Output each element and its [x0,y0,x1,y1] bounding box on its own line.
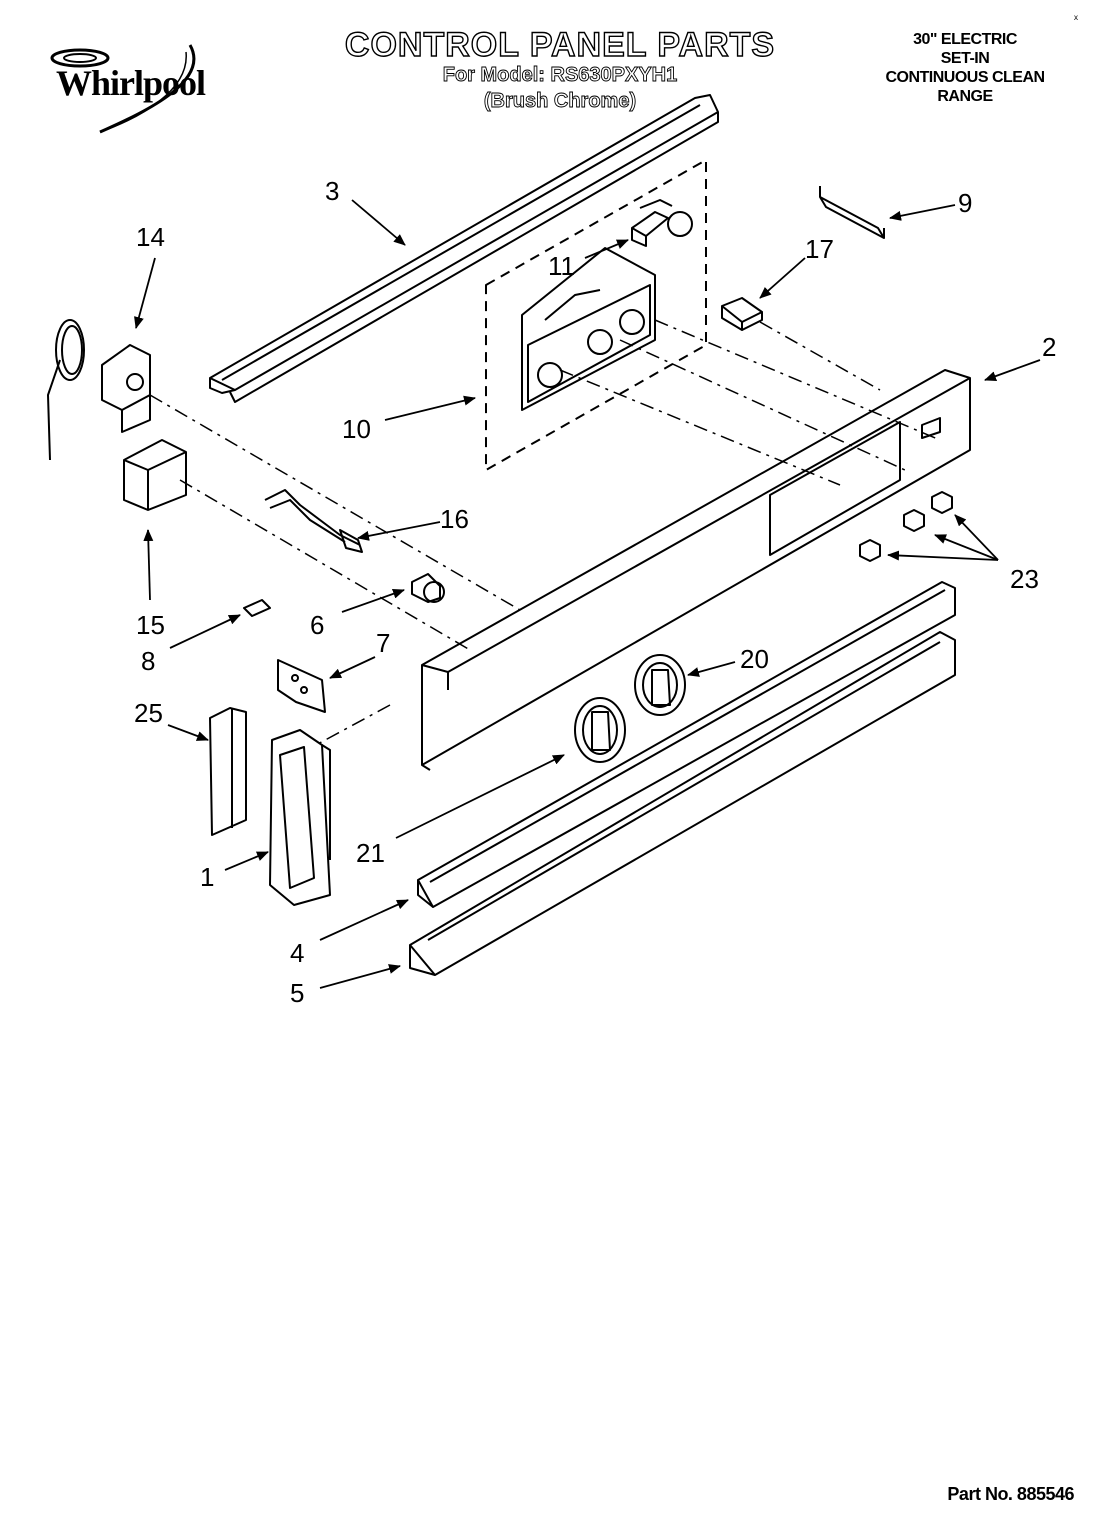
finish-line: (Brush Chrome) [483,90,637,113]
corner-mark: ˣ [1074,12,1078,26]
part-2-console-panel [421,369,971,771]
part-20-knob [634,654,686,716]
whirlpool-logo [50,44,196,134]
range-line: SET-IN [940,50,990,67]
part-10-bracket-assembly [485,159,707,471]
part-25-side-trim [209,707,247,836]
callout-11: 11 [548,251,575,281]
callout-17: 17 [805,234,834,264]
part-8-clip [243,599,271,617]
part-14-thermostat [47,319,151,461]
callout-2: 2 [1042,332,1056,362]
part-3-trim-strip [209,94,719,403]
range-description: 30" ELECTRIC SET-IN CONTINUOUS CLEAN RAN… [860,30,1070,106]
part-5-lower-channel [409,631,956,976]
callout-8: 8 [141,646,155,676]
callout-20: 20 [740,644,769,674]
range-line: RANGE [937,88,993,105]
part-4-lower-trim [417,581,956,908]
part-21-knob [574,697,626,763]
range-line: 30" ELECTRIC [913,31,1017,48]
part-1-end-cap [269,729,331,906]
callout-9: 9 [958,188,972,218]
part-number: Part No. 885546 [947,1484,1074,1504]
part-9-clip [819,186,885,239]
brand-wordmark: Whirlpool [56,63,206,103]
callout-7: 7 [376,628,390,658]
callout-16: 16 [440,504,469,534]
callout-15: 15 [136,610,165,640]
model-line: For Model: RS630PXYH1 [442,64,678,87]
callout-4: 4 [290,938,304,968]
part-7-bracket [277,659,326,713]
part-23-nuts [859,491,953,562]
part-6-light [411,573,445,603]
callout-6: 6 [310,610,324,640]
callout-10: 10 [342,414,371,444]
callout-1: 1 [200,862,214,892]
alignment-lines [149,319,941,746]
leader-arrows [134,199,1041,989]
part-11-switch [631,199,693,247]
range-line: CONTINUOUS CLEAN [885,69,1045,86]
part-15-switch [123,439,187,511]
callout-5: 5 [290,978,304,1008]
part-16-wire-harness [264,489,363,553]
part-17-switch [721,297,763,331]
callout-25: 25 [134,698,163,728]
callout-14: 14 [136,222,165,252]
callout-21: 21 [356,838,385,868]
callout-3: 3 [325,176,339,206]
page-title: CONTROL PANEL PARTS [344,25,776,64]
callout-23: 23 [1010,564,1039,594]
